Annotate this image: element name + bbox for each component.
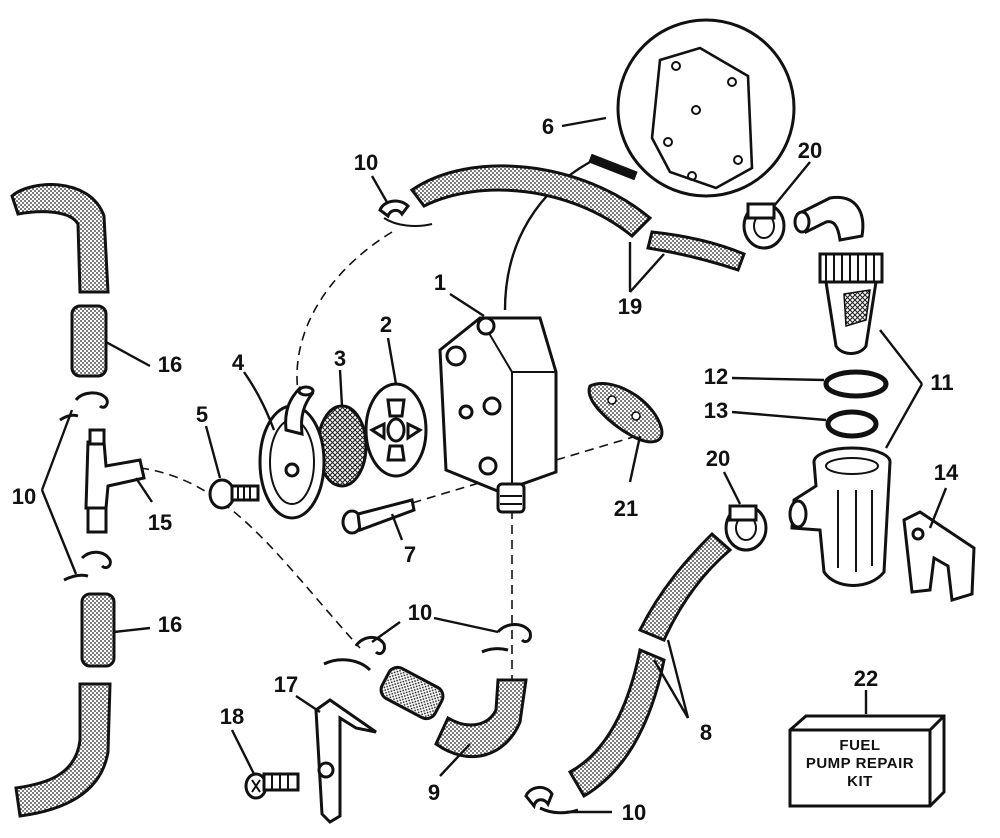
- lower-elbow-hose: [434, 678, 528, 759]
- inset-gasket-circle: [588, 18, 796, 198]
- callout-10-top: 10: [354, 150, 378, 175]
- callout-20-bottom: 20: [706, 446, 730, 471]
- leader-lines: [40, 116, 948, 814]
- callout-17: 17: [274, 672, 298, 697]
- callout-15: 15: [148, 510, 172, 535]
- hose-clip-left-bottom: [63, 550, 112, 582]
- callout-22: 22: [854, 666, 878, 691]
- fuel-pump-body: [438, 316, 558, 514]
- kit-label-line3: KIT: [847, 773, 873, 790]
- callout-8: 8: [700, 720, 712, 745]
- callout-10-bottom: 10: [622, 800, 646, 825]
- hose-clip-left-top: [59, 391, 109, 422]
- long-screw: [341, 498, 416, 535]
- callout-10-center: 10: [408, 600, 432, 625]
- callout-11: 11: [930, 370, 953, 395]
- filter-element-assembly: [793, 195, 884, 355]
- pump-screen: [316, 404, 368, 488]
- callout-numbers: 1 2 3 4 5 6 7 8 9 10 10 10 10 11 12 13 1…: [12, 114, 959, 825]
- long-hose-upper: [637, 531, 733, 642]
- short-hose-left-top: [70, 304, 108, 378]
- hose-clamp-top: [742, 202, 786, 250]
- bracket-screw: [244, 772, 300, 800]
- left-elbow-hose-bottom: [14, 682, 112, 818]
- callout-4: 4: [232, 350, 245, 375]
- hose-clip-right: [481, 623, 532, 654]
- short-hose-left-bottom: [80, 592, 116, 668]
- callout-3: 3: [334, 346, 346, 371]
- kit-label-line2: PUMP REPAIR: [806, 755, 914, 772]
- filter-bowl: [788, 446, 892, 587]
- lower-straight-hose: [379, 665, 445, 721]
- cover-screw: [208, 478, 260, 510]
- callout-9: 9: [428, 780, 440, 805]
- kit-label-line1: FUEL: [839, 737, 880, 754]
- callout-18: 18: [220, 704, 244, 729]
- gasket-pointer-line: [503, 160, 591, 311]
- callout-21: 21: [614, 496, 638, 521]
- callout-13: 13: [704, 398, 728, 423]
- long-hose-lower: [567, 647, 666, 799]
- hose-support-bracket: [314, 698, 377, 824]
- filter-seal: [825, 409, 879, 439]
- callout-16-top: 16: [158, 352, 182, 377]
- side-gasket: [587, 382, 664, 444]
- repair-kit-box: FUEL PUMP REPAIR KIT: [788, 714, 946, 808]
- valve-plate: [364, 382, 428, 478]
- hose-clip-center: [323, 636, 386, 672]
- hose-clip-bottom: [524, 786, 579, 815]
- callout-10-left: 10: [12, 484, 36, 509]
- callout-12: 12: [704, 364, 728, 389]
- callout-2: 2: [380, 312, 392, 337]
- callout-20-top: 20: [798, 138, 822, 163]
- filter-bracket: [902, 510, 976, 602]
- callout-6: 6: [542, 114, 554, 139]
- tee-fitting: [84, 428, 146, 534]
- filter-o-ring: [823, 369, 889, 399]
- top-fuel-hose: [409, 164, 653, 239]
- hose-clamp-bottom: [724, 504, 768, 552]
- callout-7: 7: [404, 542, 416, 567]
- callout-19: 19: [618, 294, 642, 319]
- pump-cover: [258, 385, 326, 520]
- callout-1: 1: [434, 270, 446, 295]
- callout-5: 5: [196, 402, 208, 427]
- callout-14: 14: [934, 460, 959, 485]
- left-elbow-hose-top: [10, 183, 110, 294]
- callout-16-bottom: 16: [158, 612, 182, 637]
- short-fuel-hose: [646, 230, 746, 272]
